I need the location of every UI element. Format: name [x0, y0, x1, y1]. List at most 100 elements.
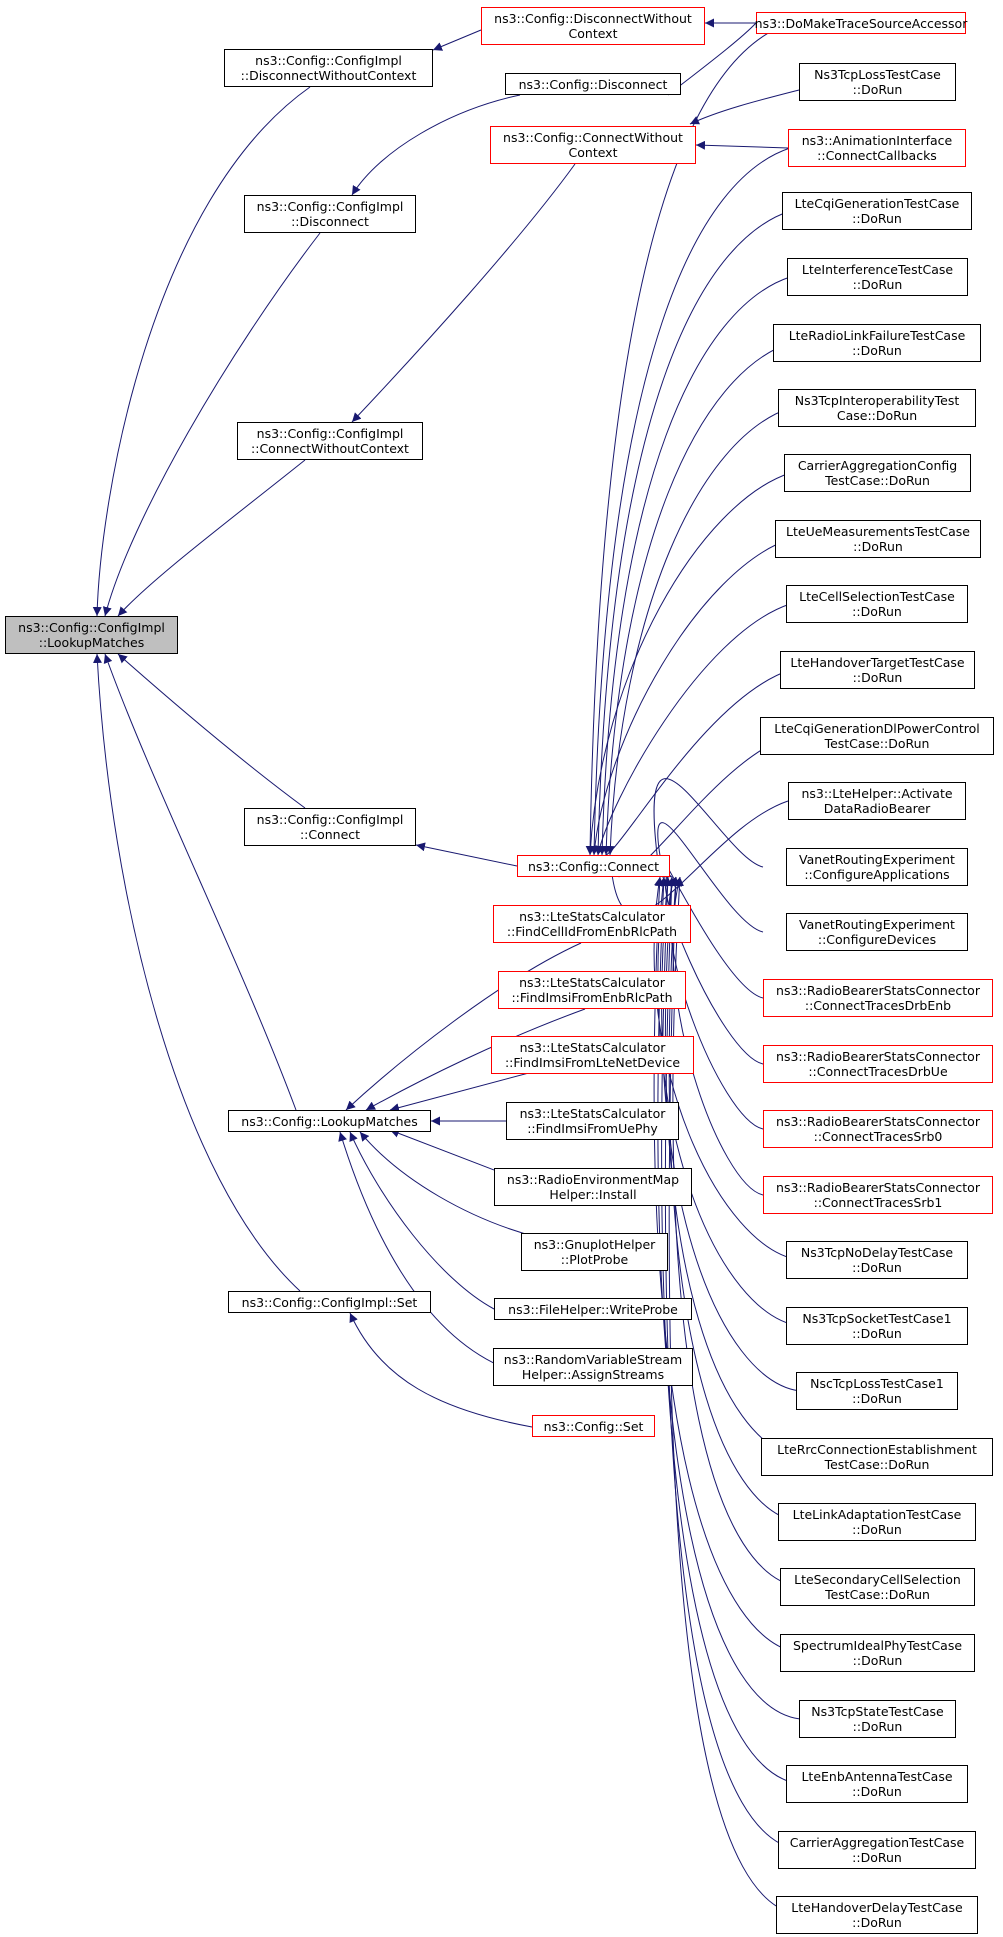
node-line: ns3::Config::DisconnectWithout	[494, 11, 692, 26]
node-line: ::ConnectWithoutContext	[251, 441, 409, 456]
node-tcp-nodelay[interactable]: Ns3TcpNoDelayTestCase ::DoRun	[786, 1241, 968, 1279]
node-gnuplot[interactable]: ns3::GnuplotHelper ::PlotProbe	[521, 1233, 668, 1271]
node-ho-target[interactable]: LteHandoverTargetTestCase ::DoRun	[780, 651, 975, 689]
node-disconnect[interactable]: ns3::Config::Disconnect	[505, 73, 681, 95]
node-line: ::PlotProbe	[560, 1252, 629, 1267]
node-line: TestCase::DoRun	[825, 473, 930, 488]
node-rbsc-drbenb[interactable]: ns3::RadioBearerStatsConnector ::Connect…	[763, 979, 993, 1017]
node-config-set[interactable]: ns3::Config::Set	[532, 1415, 655, 1437]
node-line: ns3::DoMakeTraceSourceAccessor	[754, 15, 968, 31]
node-tcp-socket[interactable]: Ns3TcpSocketTestCase1 ::DoRun	[786, 1307, 968, 1345]
node-line: ns3::RadioEnvironmentMap	[506, 1172, 680, 1187]
node-line: Ns3TcpInteroperabilityTest	[794, 393, 960, 408]
call-edge	[349, 1131, 495, 1310]
node-tcp-loss[interactable]: Ns3TcpLossTestCase ::DoRun	[799, 63, 956, 101]
node-filehelper[interactable]: ns3::FileHelper::WriteProbe	[494, 1298, 692, 1320]
call-edge	[432, 29, 482, 51]
node-connect[interactable]: ns3::Config::Connect	[517, 855, 670, 877]
node-cqi-gen[interactable]: LteCqiGenerationTestCase ::DoRun	[782, 192, 972, 230]
node-line: ns3::Config::ConfigImpl	[256, 812, 404, 827]
node-rbsc-drbue[interactable]: ns3::RadioBearerStatsConnector ::Connect…	[763, 1045, 993, 1083]
node-connect-without-context[interactable]: ns3::Config::ConnectWithout Context	[490, 126, 696, 164]
node-line: ns3::LteStatsCalculator	[519, 1040, 666, 1055]
node-cqi-dl-pc[interactable]: LteCqiGenerationDlPowerControl TestCase:…	[760, 717, 994, 755]
call-edge	[92, 653, 301, 1292]
node-rlf[interactable]: LteRadioLinkFailureTestCase ::DoRun	[773, 324, 981, 362]
call-edge	[672, 876, 801, 1588]
node-line: ns3::FileHelper::WriteProbe	[508, 1301, 678, 1317]
node-set-impl[interactable]: ns3::Config::ConfigImpl::Set	[228, 1291, 431, 1313]
call-edge	[667, 876, 764, 1130]
node-find-imsi-enb[interactable]: ns3::LteStatsCalculator ::FindImsiFromEn…	[498, 971, 686, 1009]
call-edge	[653, 876, 801, 1261]
node-line: ::FindImsiFromLteNetDevice	[504, 1055, 681, 1070]
node-line: LteEnbAntennaTestCase	[801, 1769, 953, 1784]
node-find-imsi-ue[interactable]: ns3::LteStatsCalculator ::FindImsiFromUe…	[506, 1102, 679, 1140]
node-line: ::DoRun	[852, 1326, 902, 1341]
node-activate-drb[interactable]: ns3::LteHelper::Activate DataRadioBearer	[788, 782, 966, 820]
call-edge	[601, 669, 791, 865]
node-ue-meas[interactable]: LteUeMeasurementsTestCase ::DoRun	[775, 520, 981, 558]
node-line: ns3::Config::Set	[543, 1418, 644, 1434]
node-line: ns3::Config::ConfigImpl::Set	[241, 1294, 418, 1310]
node-tcp-interop[interactable]: Ns3TcpInteroperabilityTest Case::DoRun	[778, 389, 976, 427]
call-edge	[415, 842, 518, 867]
node-cell-sel[interactable]: LteCellSelectionTestCase ::DoRun	[786, 585, 968, 623]
node-line: ns3::LteStatsCalculator	[519, 1106, 666, 1121]
node-tcp-state[interactable]: Ns3TcpStateTestCase ::DoRun	[799, 1700, 956, 1738]
node-line: ns3::Config::ConfigImpl	[255, 53, 402, 68]
node-line: ns3::LteHelper::Activate	[801, 786, 953, 801]
node-spectrum-ideal[interactable]: SpectrumIdealPhyTestCase ::DoRun	[780, 1634, 975, 1672]
call-edge	[117, 459, 306, 617]
node-line: LteHandoverDelayTestCase	[791, 1900, 963, 1915]
node-line: LteInterferenceTestCase	[801, 262, 954, 277]
node-lookup-matches[interactable]: ns3::Config::LookupMatches	[228, 1110, 431, 1132]
node-connect-impl[interactable]: ns3::Config::ConfigImpl ::Connect	[244, 808, 416, 846]
node-rbsc-srb1[interactable]: ns3::RadioBearerStatsConnector ::Connect…	[763, 1176, 993, 1214]
node-random-stream[interactable]: ns3::RandomVariableStream Helper::Assign…	[493, 1348, 693, 1386]
node-vanet-devs[interactable]: VanetRoutingExperiment ::ConfigureDevice…	[786, 913, 968, 951]
node-line: ns3::LteStatsCalculator	[519, 909, 665, 924]
node-line: ::LookupMatches	[38, 635, 145, 650]
node-nsc-tcp-loss[interactable]: NscTcpLossTestCase1 ::DoRun	[796, 1372, 958, 1410]
node-rrc-est[interactable]: LteRrcConnectionEstablishment TestCase::…	[761, 1438, 993, 1476]
node-line: Helper::Install	[549, 1187, 637, 1202]
call-edge	[593, 210, 791, 856]
node-line: ns3::RandomVariableStream	[503, 1352, 683, 1367]
node-enb-antenna[interactable]: LteEnbAntennaTestCase ::DoRun	[786, 1765, 968, 1803]
node-line: ::FindImsiFromEnbRlcPath	[511, 990, 673, 1005]
call-edge	[345, 942, 582, 1111]
node-find-cellid[interactable]: ns3::LteStatsCalculator ::FindCellIdFrom…	[493, 905, 691, 943]
node-ca-test[interactable]: CarrierAggregationTestCase ::DoRun	[778, 1831, 976, 1869]
node-rem-install[interactable]: ns3::RadioEnvironmentMap Helper::Install	[494, 1168, 692, 1206]
node-rbsc-srb0[interactable]: ns3::RadioBearerStatsConnector ::Connect…	[763, 1110, 993, 1148]
call-edge	[586, 472, 791, 856]
call-edge	[365, 1008, 586, 1111]
node-interference[interactable]: LteInterferenceTestCase ::DoRun	[787, 258, 968, 296]
call-edge	[102, 232, 321, 617]
node-line: ns3::LteStatsCalculator	[519, 975, 665, 990]
node-line: NscTcpLossTestCase1	[810, 1376, 944, 1391]
node-line: ::DoRun	[852, 1260, 902, 1275]
call-edge	[351, 94, 521, 196]
node-line: SpectrumIdealPhyTestCase	[792, 1638, 963, 1653]
node-line: ::ConnectTracesSrb1	[813, 1195, 943, 1210]
node-line: ::DoRun	[852, 1391, 902, 1406]
node-domake[interactable]: ns3::DoMakeTraceSourceAccessor	[754, 12, 968, 34]
node-line: ::ConfigureDevices	[817, 932, 937, 947]
node-anim[interactable]: ns3::AnimationInterface ::ConnectCallbac…	[788, 129, 966, 167]
node-disconnect-without-context-impl[interactable]: ns3::Config::ConfigImpl ::DisconnectWith…	[224, 49, 433, 87]
node-line: ::DisconnectWithoutContext	[240, 68, 417, 83]
node-vanet-apps[interactable]: VanetRoutingExperiment ::ConfigureApplic…	[786, 848, 968, 886]
node-disconnect-without-context[interactable]: ns3::Config::DisconnectWithout Context	[481, 7, 705, 45]
node-ca-config[interactable]: CarrierAggregationConfig TestCase::DoRun	[784, 454, 971, 492]
node-link-adapt[interactable]: LteLinkAdaptationTestCase ::DoRun	[778, 1503, 976, 1541]
node-ho-delay[interactable]: LteHandoverDelayTestCase ::DoRun	[776, 1896, 978, 1934]
node-connect-without-context-impl[interactable]: ns3::Config::ConfigImpl ::ConnectWithout…	[237, 422, 423, 460]
node-line: CarrierAggregationConfig	[797, 458, 958, 473]
node-sec-cell[interactable]: LteSecondaryCellSelection TestCase::DoRu…	[780, 1568, 975, 1606]
node-disconnect-impl[interactable]: ns3::Config::ConfigImpl ::Disconnect	[244, 195, 416, 233]
node-find-imsi-lte[interactable]: ns3::LteStatsCalculator ::FindImsiFromLt…	[491, 1036, 694, 1074]
node-line: TestCase::DoRun	[825, 1587, 930, 1602]
call-edge	[338, 1131, 501, 1367]
